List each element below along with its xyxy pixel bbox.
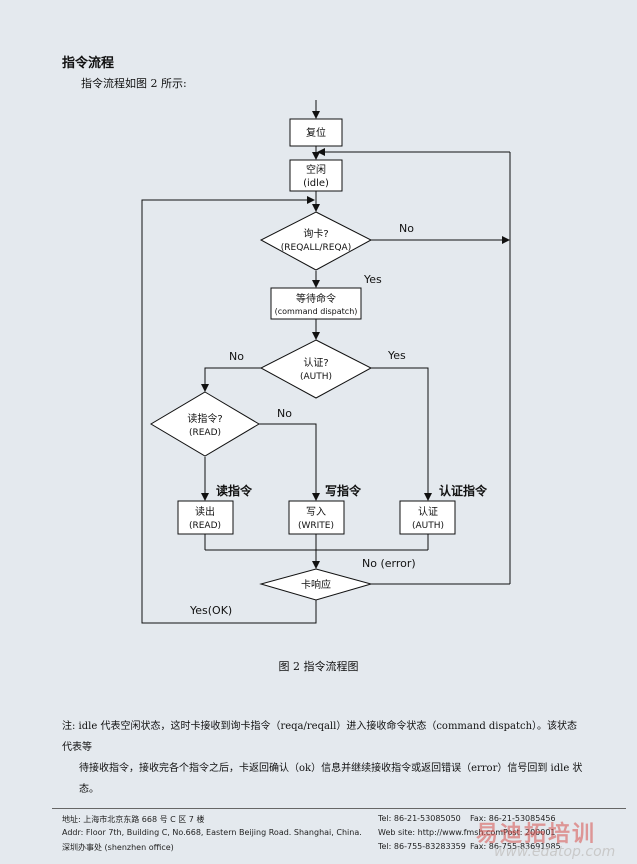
write-box-en: (WRITE): [298, 521, 334, 531]
wait-label-en: (command dispatch): [275, 307, 358, 316]
footer-fax1: Fax: 86-21-53085456: [470, 814, 556, 823]
read-box-cn: 读出: [195, 505, 215, 518]
card-resp-label: 卡响应: [301, 578, 331, 591]
idle-label-cn: 空闲: [306, 163, 326, 176]
figure-caption: 图 2 指令流程图: [278, 660, 359, 673]
note-line-1: 注: idle 代表空闲状态，这时卡接收到询卡指令（reqa/reqall）进入…: [62, 721, 578, 753]
query-diamond: [259, 211, 373, 271]
write-box: [288, 500, 345, 535]
wait-label-cn: 等待命令: [296, 292, 336, 305]
reset-label: 复位: [306, 126, 326, 139]
no-error-label: No (error): [362, 557, 416, 570]
watermark-url: www.edatop.com: [494, 844, 616, 860]
auth-cmd-label: 认证指令: [439, 483, 488, 498]
auth-no-label: No: [229, 350, 244, 363]
section-title: 指令流程: [62, 56, 115, 71]
idle-box: [289, 159, 343, 192]
authbox-en: (AUTH): [412, 521, 444, 531]
write-cmd-label: 写指令: [325, 483, 362, 498]
footer-addr-cn: 地址: 上海市北京东路 668 号 C 区 7 楼: [62, 815, 205, 824]
auth-label-cn: 认证?: [303, 356, 328, 369]
note-line-2: 待接收指令，接收完各个指令之后，卡返回确认（ok）信息并继续接收指令或返回错误（…: [79, 763, 583, 795]
read-diamond: [150, 391, 260, 457]
query-yes-label: Yes: [363, 273, 382, 286]
note: 注: idle 代表空闲状态，这时卡接收到询卡指令（reqa/reqall）进入…: [62, 716, 587, 800]
footer-post: Post: 200001: [503, 828, 556, 837]
authbox-cn: 认证: [418, 505, 438, 518]
reset-box: [289, 118, 343, 147]
query-no-label: No: [399, 222, 414, 235]
footer-addr-en: Addr: Floor 7th, Building C, No.668, Eas…: [62, 828, 362, 837]
authbox: [399, 500, 456, 535]
wait-box: [270, 287, 362, 320]
read-box-en: (READ): [189, 521, 221, 531]
intro-text: 指令流程如图 2 所示:: [81, 77, 187, 90]
footer-tel1: Tel: 86-21-53085050: [378, 814, 461, 823]
card-resp-diamond: [259, 568, 373, 601]
read-q-label-en: (READ): [189, 428, 221, 438]
yes-ok-label: Yes(OK): [189, 604, 232, 617]
idle-label-en: (idle): [303, 178, 329, 189]
footer-office: 深圳办事处 (shenzhen office): [62, 843, 174, 852]
auth-yes-label: Yes: [387, 349, 406, 362]
watermark-brand: 易迪拓培训: [476, 822, 597, 847]
footer-divider: [52, 808, 626, 809]
query-label-cn: 询卡?: [303, 227, 328, 240]
read-cmd-label: 读指令: [216, 483, 253, 498]
auth-diamond: [259, 339, 373, 399]
read-no-label: No: [277, 407, 292, 420]
footer-fax2: Fax: 86-755-83691985: [470, 842, 561, 851]
read-box: [177, 500, 234, 535]
footer-tel2: Tel: 86-755-83283359: [378, 842, 466, 851]
auth-label-en: (AUTH): [300, 372, 332, 382]
query-label-en: (REQALL/REQA): [281, 243, 351, 253]
read-q-label-cn: 读指令?: [187, 412, 222, 425]
write-box-cn: 写入: [306, 506, 326, 518]
footer-web: Web site: http://www.fmsh.com: [378, 828, 504, 837]
